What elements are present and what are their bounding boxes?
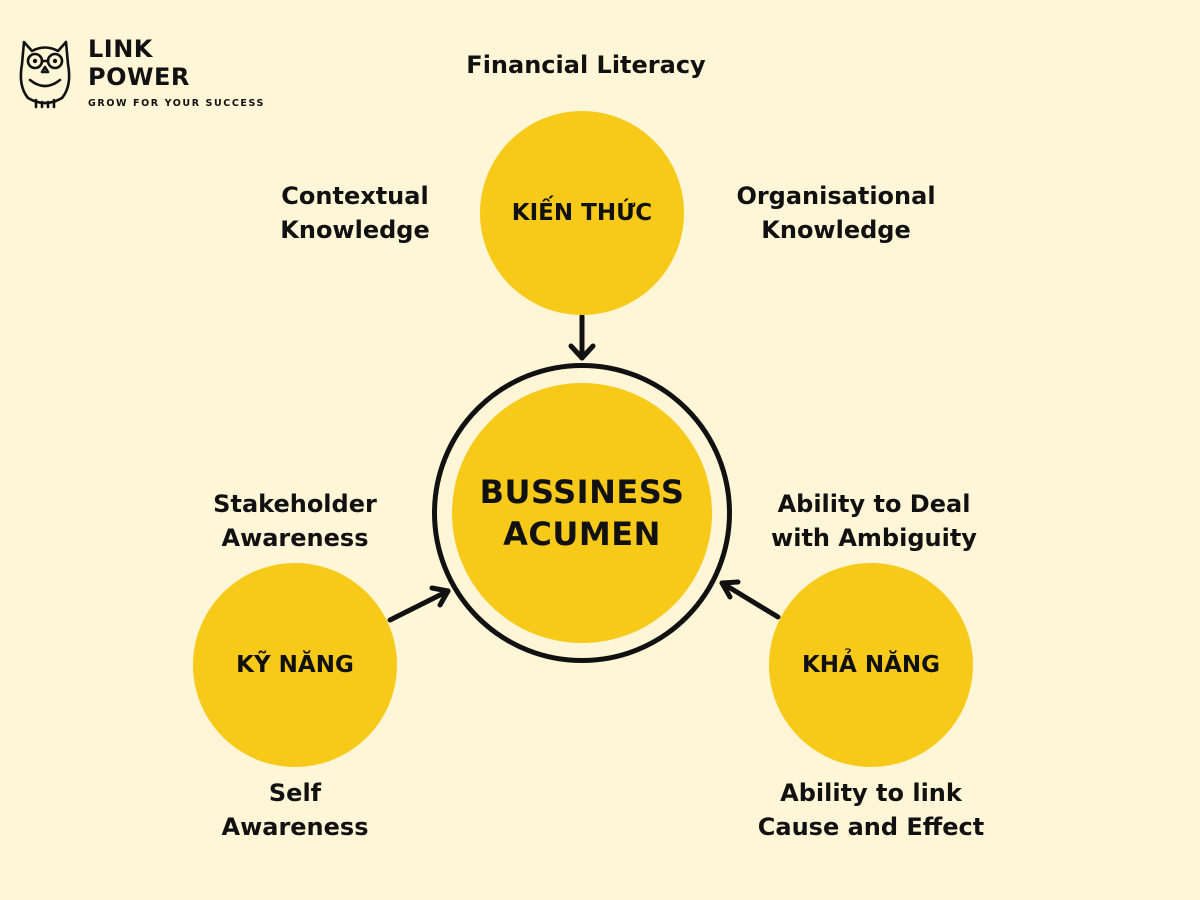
brand-tagline: GROW FOR YOUR SUCCESS (88, 98, 265, 109)
ability-title: KHẢ NĂNG (801, 652, 941, 678)
brand-name-line2: POWER (88, 63, 190, 91)
arrow-knowledge-to-center (568, 313, 596, 361)
cause-effect-label: Ability to link Cause and Effect (757, 779, 985, 841)
arrow-ability-to-center (719, 579, 781, 620)
owl-icon (19, 40, 71, 109)
self-awareness-label: Self Awareness (221, 779, 369, 841)
ability-circle: KHẢ NĂNG (769, 563, 973, 767)
center-title: BUSSINESS ACUMEN (479, 473, 685, 553)
stakeholder-awareness-label: Stakeholder Awareness (213, 490, 377, 552)
brand-logo: LINK POWER GROW FOR YOUR SUCCESS (14, 34, 274, 114)
arrow-skills-to-center (387, 585, 451, 623)
organisational-knowledge-label: Organisational Knowledge (736, 182, 936, 244)
ambiguity-label: Ability to Deal with Ambiguity (771, 490, 977, 552)
center-ring (432, 363, 732, 663)
financial-literacy-label: Financial Literacy (466, 51, 706, 79)
skills-title: KỸ NĂNG (236, 652, 354, 678)
knowledge-title: KIẾN THỨC (511, 200, 653, 226)
knowledge-circle: KIẾN THỨC (480, 111, 684, 315)
brand-name-line1: LINK (88, 35, 153, 63)
contextual-knowledge-label: Contextual Knowledge (280, 182, 430, 244)
skills-circle: KỸ NĂNG (193, 563, 397, 767)
center-circle: BUSSINESS ACUMEN (452, 383, 712, 643)
